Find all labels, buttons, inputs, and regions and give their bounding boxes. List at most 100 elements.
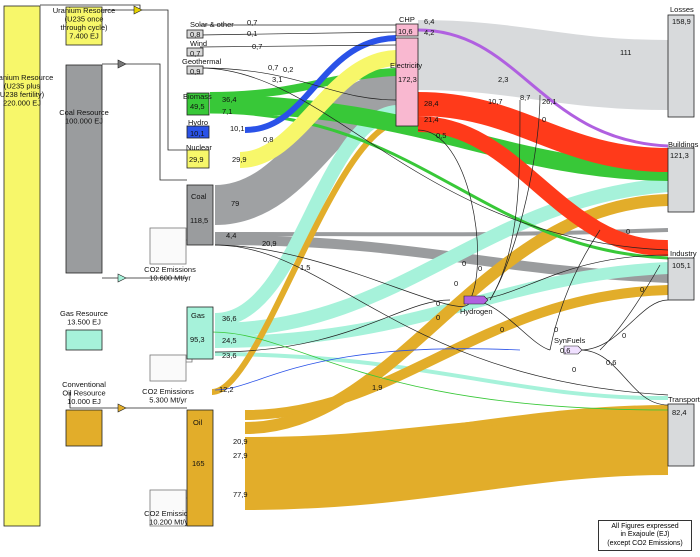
- synfuels-value: 0,6: [560, 346, 570, 355]
- buildings-node: [667, 147, 695, 213]
- nuclear-label: Nuclear: [186, 143, 212, 152]
- electricity-value: 172,3: [398, 75, 417, 84]
- hydro-label: Hydro: [188, 118, 208, 127]
- flow-value-label: 20,9: [233, 437, 248, 446]
- primary-nodes: Solar & other 0,8 Wind 0,7 Geothermal 0,…: [182, 20, 234, 527]
- flow-value-label: 0,8: [263, 135, 273, 144]
- flow-biomass-industry: [209, 110, 669, 260]
- electricity-node: [395, 37, 419, 127]
- flow-value-label: 0,7: [252, 42, 262, 51]
- hydro-value: 10,1: [190, 129, 205, 138]
- transport-value: 82,4: [672, 408, 687, 417]
- flow-value-label: 21,4: [424, 115, 439, 124]
- flow-hydro-electricity: [244, 35, 397, 133]
- flow-value-label: 0: [622, 331, 626, 340]
- losses-value: 158,9: [672, 17, 691, 26]
- flow-value-label: 28,4: [424, 99, 439, 108]
- flow-value-label: 2,3: [498, 75, 508, 84]
- coal-label: Coal: [191, 192, 207, 201]
- flow-oil-industry: [244, 285, 669, 420]
- flow-value-label: 0: [478, 264, 482, 273]
- transport-label: Transport: [668, 395, 700, 404]
- flow-oil-transport: [244, 405, 669, 510]
- geothermal-value: 0,9: [190, 67, 200, 76]
- flow-biomass-electricity: [209, 68, 397, 100]
- flow-value-label: 0: [500, 325, 504, 334]
- flow-value-label: 0: [462, 259, 466, 268]
- flow-value-label: 36,4: [222, 95, 237, 104]
- flow-coal-electricity: [213, 72, 398, 225]
- flow-value-label: 0,1: [247, 29, 257, 38]
- flow-oil-thin: [214, 348, 521, 391]
- solar-value: 0,8: [190, 30, 200, 39]
- sink-nodes: Losses 158,9 Buildings 121,3 Industry 10…: [667, 5, 700, 467]
- flow-value-label: 0,7: [247, 18, 257, 27]
- flow-value-label: 7,1: [222, 107, 232, 116]
- flow-oil-transport-2: [244, 409, 669, 443]
- flow-value-label: 0,6: [606, 358, 616, 367]
- flow-gas-buildings: [214, 178, 669, 337]
- chp-label: CHP: [399, 15, 415, 24]
- geothermal-node: [186, 65, 204, 75]
- flow-oil-electricity: [211, 119, 398, 395]
- flow-value-label: 26,1: [542, 97, 557, 106]
- wind-value: 0,7: [190, 49, 200, 58]
- flow-value-label: 79: [231, 199, 239, 208]
- emissions-box-gas: [149, 354, 187, 382]
- flow-value-label: 12,2: [219, 385, 234, 394]
- flow-value-label: 24,5: [222, 336, 237, 345]
- flow-value-label: 0,2: [283, 65, 293, 74]
- coal-value: 118,5: [190, 216, 208, 225]
- flow-thin-lines: [199, 24, 669, 406]
- flow-oil-buildings: [244, 194, 669, 434]
- flow-value-label: 0: [454, 279, 458, 288]
- flow-value-label: 29,9: [232, 155, 247, 164]
- biomass-value: 49,5: [190, 102, 205, 111]
- transport-node: [667, 403, 695, 467]
- flow-value-label: 36,6: [222, 314, 237, 323]
- hydro-node: [186, 125, 210, 139]
- flow-value-label: 0: [640, 285, 644, 294]
- wind-label: Wind: [190, 39, 207, 48]
- flow-value-label: 3,1: [272, 75, 282, 84]
- coal-node: [186, 184, 214, 246]
- losses-node: [667, 14, 695, 118]
- flow-gas-transport: [214, 352, 669, 401]
- flow-chp-buildings: [417, 28, 669, 148]
- synfuels-node: [563, 345, 583, 355]
- oil-value: 165: [192, 459, 205, 468]
- nuclear-node: [186, 149, 210, 169]
- oil-label: Oil: [193, 418, 203, 427]
- flow-value-label: 0: [554, 325, 558, 334]
- losses-label: Losses: [670, 5, 694, 14]
- flow-electricity-industry: [417, 116, 669, 257]
- chp-value: 10,6: [398, 27, 413, 36]
- biomass-node: [186, 92, 210, 116]
- industry-label: Industry: [670, 249, 697, 258]
- gas-node: [186, 306, 214, 360]
- oil-resource-bar: [65, 409, 103, 447]
- flow-value-label: 4,2: [424, 28, 434, 37]
- flow-value-label: 77,9: [233, 490, 248, 499]
- chp-node: [395, 23, 419, 37]
- flow-gas-thin: [211, 331, 669, 411]
- emissions-box-oil: [149, 489, 187, 527]
- buildings-value: 121,3: [670, 151, 689, 160]
- flow-value-label: 0,5: [436, 131, 446, 140]
- wind-node: [186, 47, 204, 57]
- flow-value-label: 1,5: [300, 263, 310, 272]
- flow-value-label: 4,4: [226, 231, 236, 240]
- flow-value-label: 23,6: [222, 351, 237, 360]
